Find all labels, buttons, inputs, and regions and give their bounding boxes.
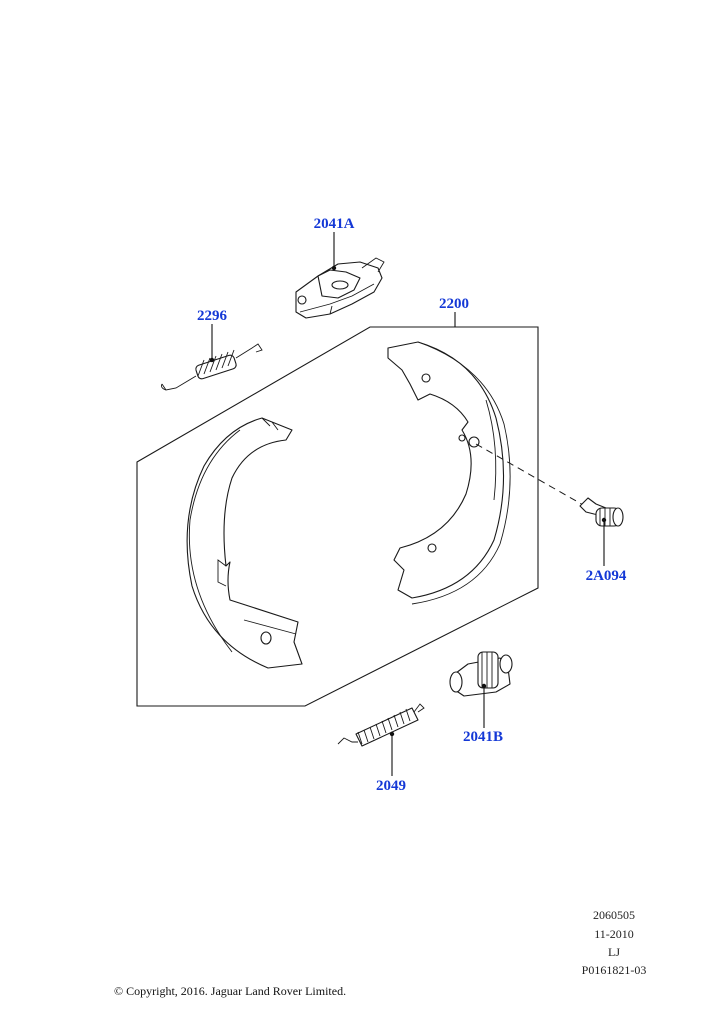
callout-2049[interactable]: 2049 (376, 778, 406, 794)
callout-2200[interactable]: 2200 (439, 296, 469, 312)
adjuster-screw-2041B[interactable] (449, 651, 513, 697)
callout-2041B[interactable]: 2041B (463, 729, 503, 745)
adjuster-lever-2041A[interactable] (295, 257, 385, 319)
brake-shoe-right[interactable] (387, 341, 511, 605)
spring-2049[interactable] (337, 703, 425, 747)
spring-2296[interactable] (161, 343, 263, 391)
meta-line-1: 2060505 (593, 908, 635, 922)
brake-shoe-left[interactable] (186, 417, 303, 669)
meta-line-4: P0161821-03 (581, 963, 647, 977)
callout-2041A[interactable]: 2041A (314, 216, 355, 232)
callout-2A094[interactable]: 2A094 (586, 568, 627, 584)
hold-down-pin-2A094[interactable] (579, 497, 624, 527)
copyright-notice: © Copyright, 2016. Jaguar Land Rover Lim… (114, 984, 347, 998)
meta-line-2: 11-2010 (594, 927, 634, 941)
callout-2296[interactable]: 2296 (197, 308, 228, 324)
assembly-dash-line (475, 443, 593, 511)
meta-line-3: LJ (608, 945, 620, 959)
shoe-set-group-box (136, 326, 539, 707)
